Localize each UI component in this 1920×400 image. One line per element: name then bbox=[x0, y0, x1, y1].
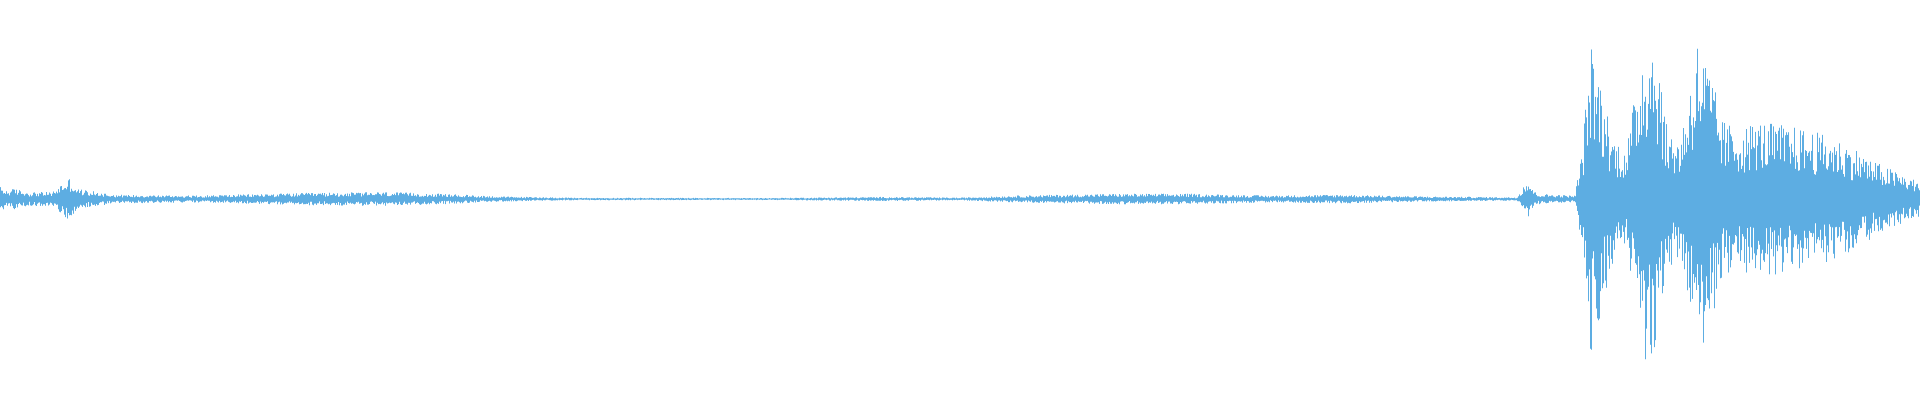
waveform-trace bbox=[0, 48, 1920, 360]
